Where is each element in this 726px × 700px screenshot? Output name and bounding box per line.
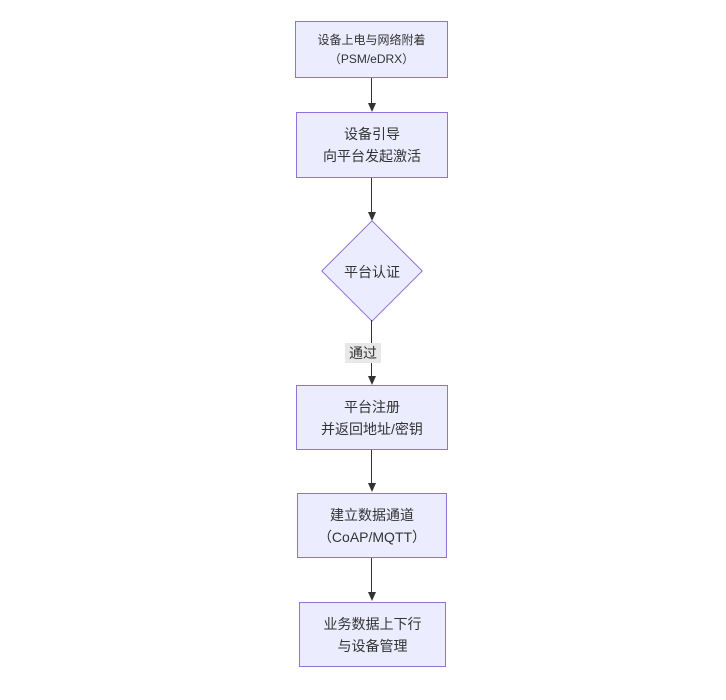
- node-text-line: 设备上电与网络附着: [317, 32, 426, 47]
- node-text-line: 并返回地址/密钥: [321, 420, 423, 437]
- arrowhead-icon: [367, 592, 376, 601]
- arrow-shaft: [371, 558, 372, 592]
- node-text-line: 建立数据通道: [330, 506, 414, 523]
- arrow-down-icon: [367, 78, 376, 112]
- node-text-line: （PSM/eDRX）: [328, 51, 415, 66]
- node-text-line: 与设备管理: [337, 637, 408, 654]
- arrow-shaft: [371, 78, 372, 103]
- node-text-line: 设备引导: [344, 126, 400, 142]
- node-text-line: （CoAP/MQTT）: [317, 528, 427, 545]
- arrow-down-icon: [367, 558, 376, 601]
- arrow-shaft: [371, 178, 372, 212]
- arrowhead-icon: [367, 103, 376, 112]
- node-platform-auth-label: 平台认证: [344, 264, 400, 280]
- node-power-attach: 设备上电与网络附着 （PSM/eDRX）: [295, 21, 448, 78]
- arrow-down-icon: [367, 450, 376, 492]
- node-register: 平台注册 并返回地址/密钥: [296, 385, 448, 450]
- node-data-channel: 建立数据通道 （CoAP/MQTT）: [297, 493, 447, 558]
- node-text-line: 业务数据上下行: [323, 615, 422, 632]
- arrow-shaft: [371, 450, 372, 483]
- node-text-line: 向平台发起激活: [323, 148, 421, 164]
- arrowhead-icon: [367, 376, 376, 385]
- arrowhead-icon: [367, 212, 376, 221]
- edge-label-pass: 通过: [345, 343, 381, 363]
- node-business-data: 业务数据上下行 与设备管理: [299, 602, 446, 667]
- arrow-down-icon: [367, 178, 376, 221]
- arrowhead-icon: [367, 483, 376, 492]
- node-text-line: 平台注册: [344, 398, 400, 415]
- node-bootstrap: 设备引导 向平台发起激活: [296, 112, 448, 178]
